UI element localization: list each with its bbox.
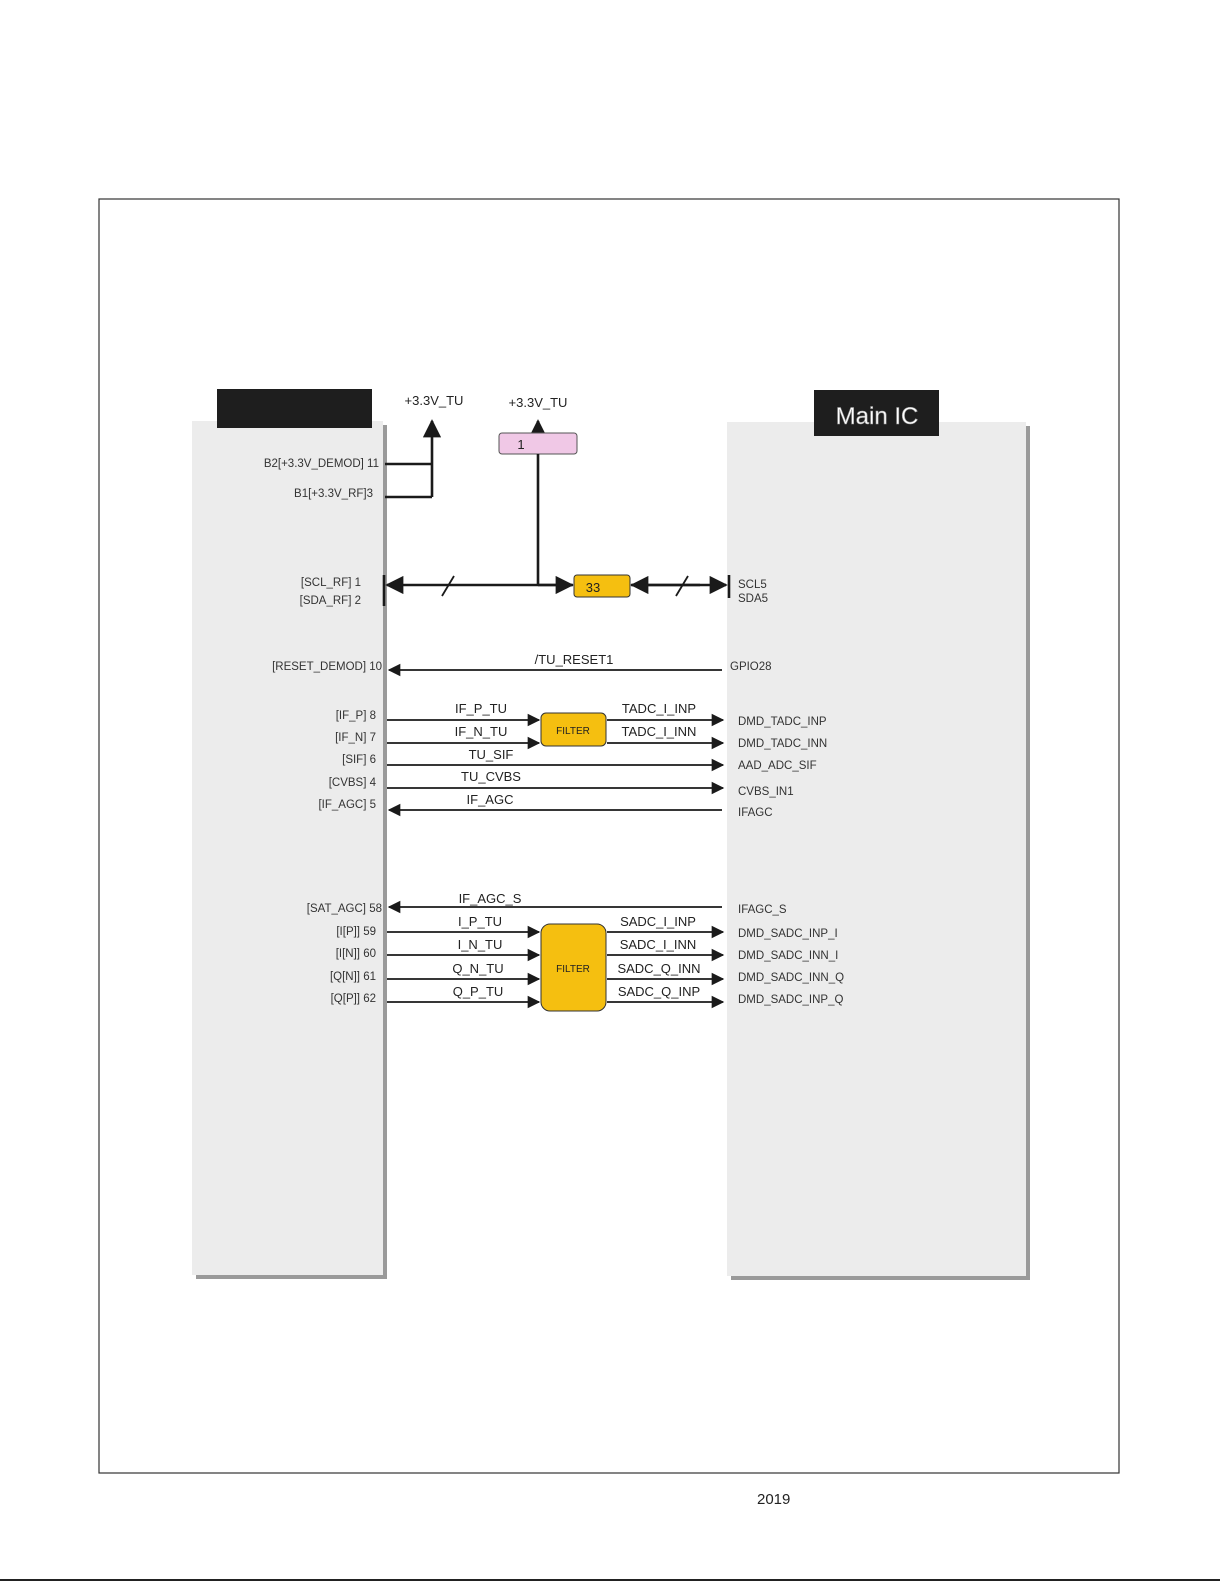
filter-top bbox=[540, 712, 607, 747]
pin-if-n: [IF_N] 7 bbox=[335, 732, 376, 744]
pin-if-agc: [IF_AGC] 5 bbox=[318, 799, 376, 811]
i2c-slash-left bbox=[441, 575, 455, 597]
pin-i-p: [I[P]] 59 bbox=[336, 926, 376, 938]
filter-bottom bbox=[540, 923, 607, 1012]
pin-ifagc-s: IFAGC_S bbox=[738, 904, 787, 916]
i2c-series-resistor-value: 33 bbox=[586, 580, 600, 595]
footer-year: 2019 bbox=[757, 1491, 791, 1508]
pin-dmd-tadc-inp: DMD_TADC_INP bbox=[738, 716, 827, 728]
pin-cvbs: [CVBS] 4 bbox=[329, 777, 377, 789]
tuner-title-bar bbox=[217, 389, 372, 428]
pin-dmd-sadc-inn-i: DMD_SADC_INN_I bbox=[738, 950, 838, 962]
pin-gpio28: GPIO28 bbox=[730, 661, 772, 673]
pin-if-p: [IF_P] 8 bbox=[336, 710, 376, 722]
sig-tadc-i-inn: TADC_I_INN bbox=[622, 724, 697, 739]
filter-bottom-label: FILTER bbox=[556, 964, 590, 975]
pin-dmd-sadc-inp-q: DMD_SADC_INP_Q bbox=[738, 994, 843, 1006]
page-frame bbox=[98, 198, 1120, 1474]
pullup-resistor-value: 1 bbox=[517, 437, 524, 452]
pin-ifagc: IFAGC bbox=[738, 807, 773, 819]
sig-tadc-i-inp: TADC_I_INP bbox=[622, 701, 696, 716]
supply-label-a: +3.3V_TU bbox=[405, 393, 464, 408]
pin-cvbs-in1: CVBS_IN1 bbox=[738, 786, 794, 798]
sig-q-p-tu: Q_P_TU bbox=[453, 984, 504, 999]
pin-b1: B1[+3.3V_RF]3 bbox=[294, 488, 373, 500]
pin-aad-adc-sif: AAD_ADC_SIF bbox=[738, 760, 817, 772]
supply-label-b: +3.3V_TU bbox=[509, 395, 568, 410]
pin-dmd-tadc-inn: DMD_TADC_INN bbox=[738, 738, 827, 750]
pin-dmd-sadc-inn-q: DMD_SADC_INN_Q bbox=[738, 972, 844, 984]
sig-if-agc-s: IF_AGC_S bbox=[459, 891, 522, 906]
i2c-slash-right bbox=[675, 575, 689, 597]
right-pin-labels: SCL5 SDA5 GPIO28 DMD_TADC_INP DMD_TADC_I… bbox=[730, 579, 844, 1006]
main-ic-title-bar bbox=[814, 390, 939, 436]
pin-sda-rf: [SDA_RF] 2 bbox=[300, 595, 361, 607]
sig-if-p-tu: IF_P_TU bbox=[455, 701, 507, 716]
pullup-resistor bbox=[498, 432, 578, 455]
sig-i-n-tu: I_N_TU bbox=[458, 937, 503, 952]
sig-if-agc: IF_AGC bbox=[467, 792, 514, 807]
sig-tu-cvbs: TU_CVBS bbox=[461, 769, 521, 784]
filter-top-label: FILTER bbox=[556, 726, 590, 737]
i2c-series-resistor bbox=[573, 574, 631, 598]
sig-q-n-tu: Q_N_TU bbox=[452, 961, 503, 976]
pin-sat-agc: [SAT_AGC] 58 bbox=[307, 903, 382, 915]
reset-signal-label: /TU_RESET1 bbox=[535, 652, 614, 667]
left-pin-labels: B2[+3.3V_DEMOD] 11 B1[+3.3V_RF]3 [SCL_RF… bbox=[264, 458, 382, 1005]
pin-scl5: SCL5 bbox=[738, 579, 767, 591]
pin-sif: [SIF] 6 bbox=[342, 754, 376, 766]
pin-reset-demod: [RESET_DEMOD] 10 bbox=[272, 661, 382, 673]
sig-sadc-i-inp: SADC_I_INP bbox=[620, 914, 696, 929]
sig-i-p-tu: I_P_TU bbox=[458, 914, 502, 929]
bottom-rule bbox=[0, 1579, 1220, 1581]
sig-tu-sif: TU_SIF bbox=[469, 747, 514, 762]
pin-q-n: [Q[N]] 61 bbox=[330, 971, 376, 983]
main-ic-block bbox=[727, 422, 1026, 1276]
pin-b2: B2[+3.3V_DEMOD] 11 bbox=[264, 458, 379, 470]
sig-sadc-q-inn: SADC_Q_INN bbox=[617, 961, 700, 976]
sig-sadc-i-inn: SADC_I_INN bbox=[620, 937, 697, 952]
pin-sda5: SDA5 bbox=[738, 593, 768, 605]
sig-sadc-q-inp: SADC_Q_INP bbox=[618, 984, 700, 999]
pin-dmd-sadc-inp-i: DMD_SADC_INP_I bbox=[738, 928, 838, 940]
pin-scl-rf: [SCL_RF] 1 bbox=[301, 577, 361, 589]
main-ic-title: Main IC bbox=[836, 403, 919, 430]
sig-if-n-tu: IF_N_TU bbox=[455, 724, 508, 739]
tuner-block bbox=[192, 421, 383, 1275]
pin-q-p: [Q[P]] 62 bbox=[331, 993, 376, 1005]
pin-i-n: [I[N]] 60 bbox=[336, 948, 376, 960]
